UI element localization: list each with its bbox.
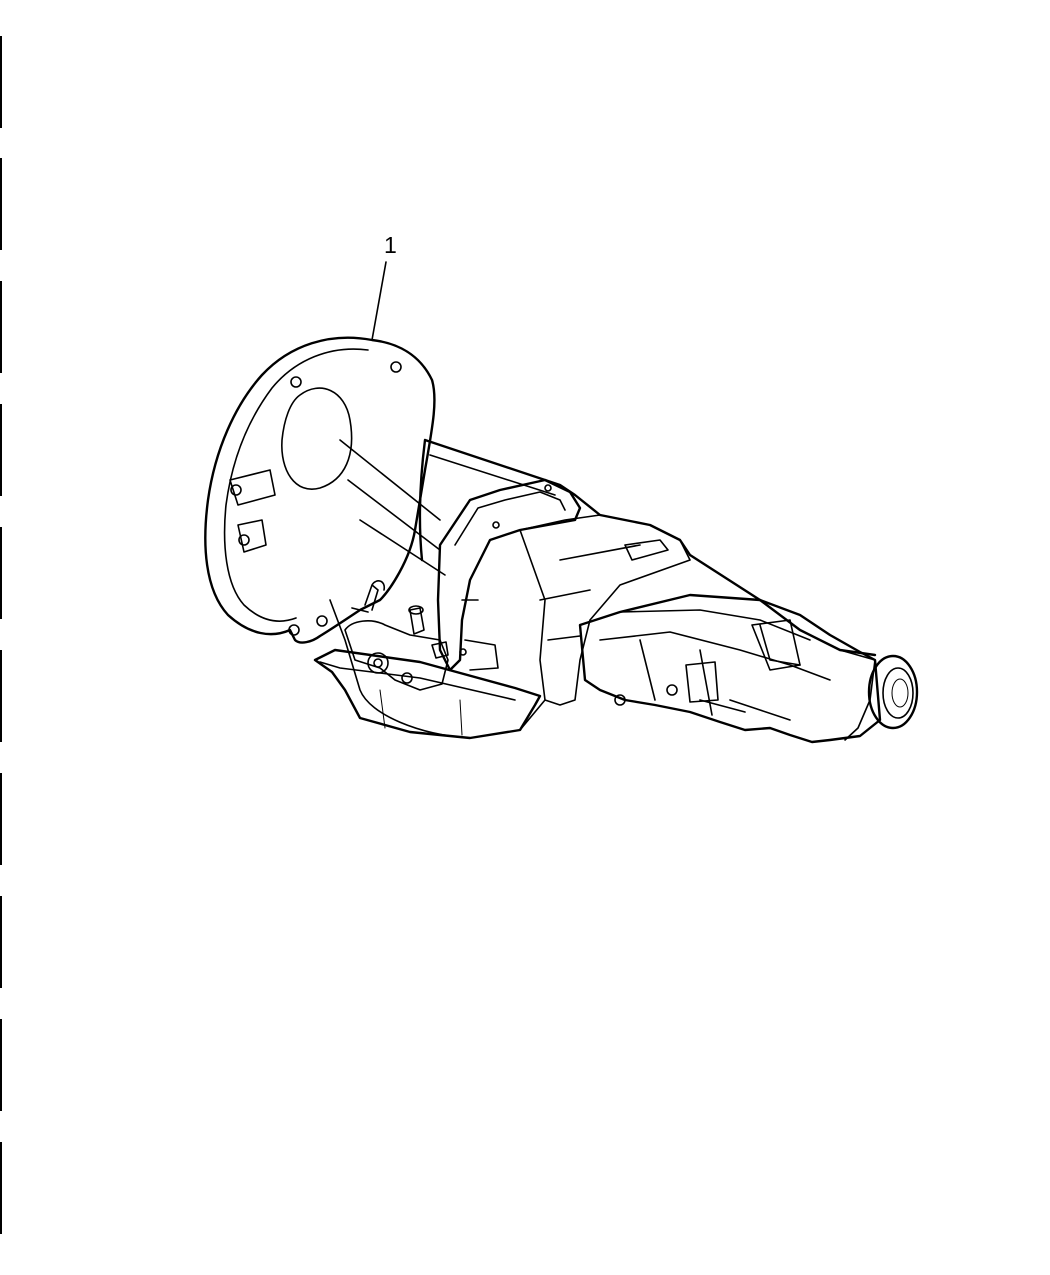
case-bracket bbox=[624, 539, 669, 561]
case-frame bbox=[436, 478, 582, 672]
main-case-body bbox=[418, 438, 877, 657]
margin-mark bbox=[0, 773, 2, 865]
flange-boss bbox=[229, 469, 276, 506]
flange-bolt-hole bbox=[290, 376, 302, 388]
output-shaft-spline bbox=[891, 678, 909, 708]
oil-pan bbox=[313, 648, 542, 740]
margin-mark bbox=[0, 896, 2, 988]
case-frame-rib bbox=[461, 599, 499, 671]
margin-mark bbox=[0, 1142, 2, 1234]
margin-mark bbox=[0, 1019, 2, 1111]
margin-mark bbox=[0, 650, 2, 742]
selector-shaft-hub bbox=[373, 658, 383, 668]
flange-bolt-hole bbox=[230, 484, 242, 496]
margin-mark bbox=[0, 527, 2, 619]
margin-mark bbox=[0, 158, 2, 250]
shift-linkage bbox=[351, 580, 386, 613]
flange-bolt-hole bbox=[238, 534, 250, 546]
valve-body bbox=[344, 620, 449, 691]
fitting bbox=[431, 641, 449, 659]
margin-mark bbox=[0, 36, 2, 128]
pan-bolt bbox=[401, 672, 413, 684]
bell-housing-opening bbox=[281, 387, 353, 490]
center-case-detail bbox=[539, 544, 641, 641]
margin-mark bbox=[0, 281, 2, 373]
frame-bolt-hole bbox=[544, 484, 552, 492]
mount-pad-detail bbox=[685, 661, 719, 703]
extension-underside bbox=[699, 699, 791, 721]
callout-label-1: 1 bbox=[384, 232, 397, 258]
case-side-line bbox=[339, 439, 446, 576]
tail-housing bbox=[839, 649, 876, 741]
extension-housing-top bbox=[599, 609, 831, 681]
mount-pad bbox=[751, 619, 801, 671]
center-case bbox=[519, 514, 691, 706]
frame-bolt-hole bbox=[459, 648, 467, 656]
margin-mark bbox=[0, 404, 2, 496]
dipstick-cap bbox=[408, 605, 424, 615]
dipstick-tube bbox=[409, 607, 425, 635]
flange-bolt-hole bbox=[288, 624, 300, 636]
extension-bolt-hole bbox=[614, 694, 626, 706]
case-frame-inner bbox=[454, 491, 566, 546]
bell-housing-flange bbox=[204, 336, 436, 644]
flange-bolt-hole bbox=[390, 361, 402, 373]
extension-bolt-hole bbox=[666, 684, 678, 696]
callout-leader-line bbox=[371, 261, 387, 341]
extension-rib bbox=[639, 624, 801, 716]
extension-housing bbox=[578, 593, 882, 744]
bell-housing-rim bbox=[223, 348, 369, 622]
flange-bolt-hole bbox=[316, 615, 328, 627]
selector-shaft bbox=[367, 652, 389, 674]
case-upper-edge bbox=[429, 454, 556, 496]
output-shaft-inner bbox=[882, 667, 914, 719]
oil-pan-rib bbox=[379, 689, 463, 736]
flange-boss bbox=[237, 519, 267, 553]
frame-bolt-hole bbox=[492, 521, 500, 529]
output-shaft-seal bbox=[867, 654, 919, 730]
